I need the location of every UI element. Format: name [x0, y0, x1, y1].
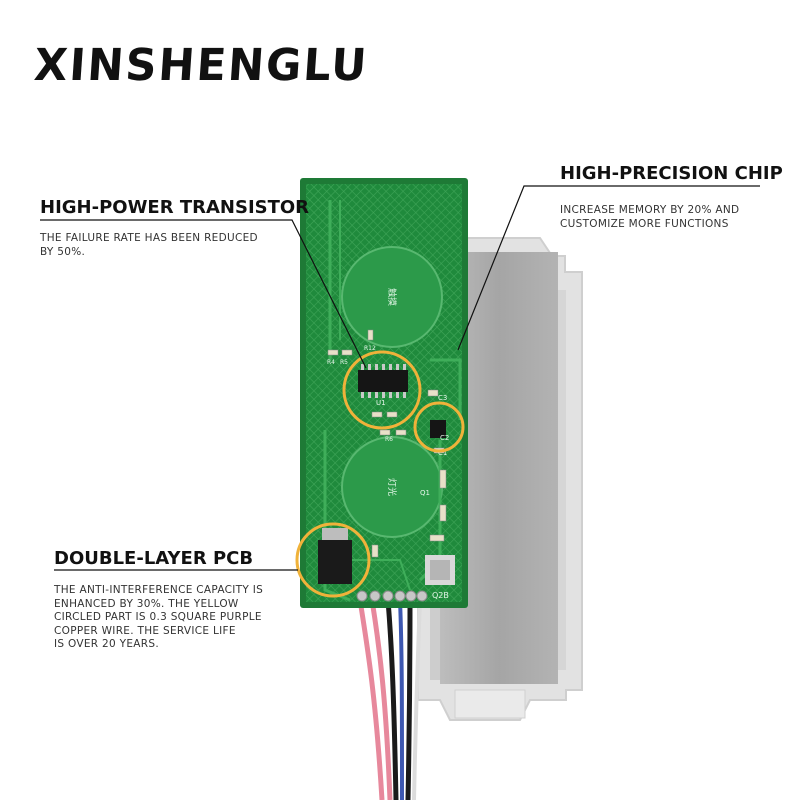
- label-r6: R6: [385, 436, 393, 443]
- touch-pad-top: [341, 246, 443, 348]
- label-r5: R5: [340, 359, 348, 366]
- label-q2b: Q2B: [432, 591, 449, 600]
- label-r12: R12: [364, 345, 376, 352]
- pcb-board: 触摸 灯光: [300, 178, 468, 608]
- label-u1: U1: [376, 399, 386, 407]
- leader-line-chip: [457, 185, 760, 351]
- leader-line-transistor: [40, 219, 367, 369]
- pcb-description-line: COPPER WIRE. THE SERVICE LIFE: [54, 624, 236, 637]
- highlight-circle-pcb: [295, 522, 371, 598]
- pad-top-label: 触摸: [386, 288, 398, 306]
- pcb-description-line: IS OVER 20 YEARS.: [54, 638, 159, 650]
- chip-heading: HIGH-PRECISION CHIP: [560, 163, 783, 184]
- sot-transistor: [430, 420, 446, 438]
- label-c1: C1: [438, 449, 447, 457]
- wire-bundle: [357, 599, 422, 800]
- pcb-description: THE ANTI-INTERFERENCE CAPACITY IS ENHANC…: [54, 584, 263, 652]
- highlight-circles: [295, 350, 465, 598]
- pcb-heading: DOUBLE-LAYER PCB: [54, 548, 254, 569]
- transistor-description: THE FAILURE RATE HAS BEEN REDUCED BY 50%…: [40, 232, 258, 259]
- pcb-description-line: THE ANTI-INTERFERENCE CAPACITY IS: [54, 584, 264, 596]
- callout-lines: [40, 185, 760, 571]
- pcb-description-line: CIRCLED PART IS 0.3 SQUARE PURPLE: [54, 611, 262, 623]
- pcb-description-line: ENHANCED BY 30%. THE YELLOW: [54, 597, 239, 610]
- pad-bottom-label: 灯光: [386, 478, 398, 496]
- label-c2: C2: [440, 434, 449, 442]
- label-r4: R4: [327, 359, 335, 366]
- label-q1: Q1: [420, 489, 430, 497]
- main-ic: [358, 370, 408, 392]
- chip-description-line: INCREASE MEMORY BY 20% AND: [560, 204, 740, 216]
- highlight-circle-chip: [413, 401, 465, 453]
- transistor-description-line: THE FAILURE RATE HAS BEEN REDUCED: [40, 232, 258, 244]
- transistor-description-line: BY 50%.: [40, 245, 86, 258]
- transistor-heading: HIGH-POWER TRANSISTOR: [40, 197, 310, 218]
- chip-description: INCREASE MEMORY BY 20% AND CUSTOMIZE MOR…: [560, 204, 739, 231]
- chip-description-line: CUSTOMIZE MORE FUNCTIONS: [560, 217, 729, 230]
- power-transistor: [318, 540, 352, 584]
- label-c3: C3: [438, 394, 447, 402]
- highlight-circle-ic: [342, 350, 422, 430]
